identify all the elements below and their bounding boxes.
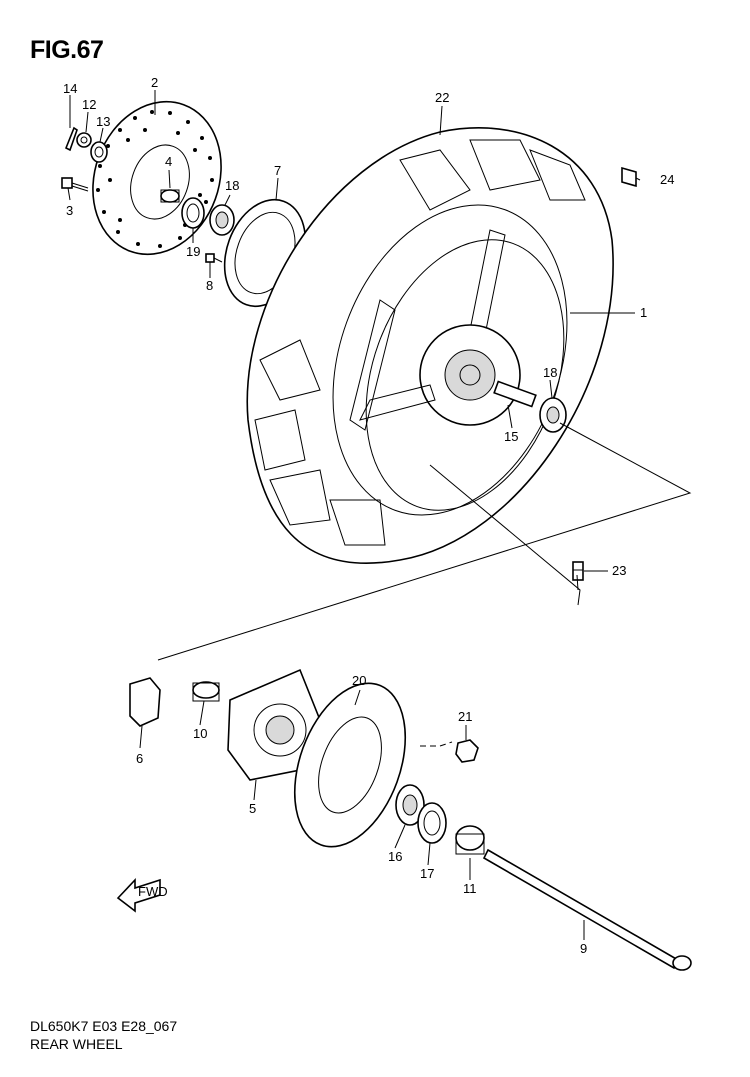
sprocket-collar	[192, 681, 220, 702]
callout-14: 14	[63, 81, 77, 96]
cotter-pin	[64, 126, 78, 152]
sprocket-nut	[455, 739, 479, 763]
callout-22: 22	[435, 90, 449, 105]
callout-4: 4	[165, 154, 172, 169]
callout-20: 20	[352, 673, 366, 688]
figure-name: REAR WHEEL	[30, 1036, 123, 1052]
callout-21: 21	[458, 709, 472, 724]
center-spacer	[493, 380, 537, 408]
callout-1: 1	[640, 305, 647, 320]
rear-sprocket	[293, 682, 407, 848]
callout-3: 3	[66, 203, 73, 218]
fwd-label: FWD	[138, 884, 168, 899]
callout-15: 15	[504, 429, 518, 444]
callout-6: 6	[136, 751, 143, 766]
wheel-bearing-upper	[209, 204, 235, 236]
drum-bearing	[395, 784, 425, 826]
callout-8: 8	[206, 278, 213, 293]
callout-9: 9	[580, 941, 587, 956]
rotor-screw	[205, 253, 223, 263]
figure-title: FIG.67	[30, 36, 104, 64]
axle-spacer	[455, 825, 485, 855]
figure-code: DL650K7 E03 E28_067	[30, 1018, 178, 1034]
callout-5: 5	[249, 801, 256, 816]
forward-direction-arrow: FWD	[116, 877, 168, 913]
callout-leaders	[67, 90, 641, 940]
callout-10: 10	[193, 726, 207, 741]
castle-nut	[76, 132, 92, 148]
callout-24: 24	[660, 172, 674, 187]
callout-18-upper: 18	[225, 178, 239, 193]
callout-18-lower: 18	[543, 365, 557, 380]
rear-axle	[482, 848, 692, 971]
rear-wheel-tire	[246, 127, 614, 565]
oil-seal	[181, 197, 205, 229]
balance-weight	[621, 166, 637, 188]
callout-2: 2	[151, 75, 158, 90]
callout-23: 23	[612, 563, 626, 578]
callout-17: 17	[420, 866, 434, 881]
tire-valve	[572, 561, 584, 581]
callout-13: 13	[96, 114, 110, 129]
assembly-guide-lines	[157, 422, 692, 747]
drum-oil-seal	[417, 802, 447, 844]
callout-16: 16	[388, 849, 402, 864]
wheel-bearing-lower	[539, 397, 567, 433]
callout-11: 11	[463, 881, 477, 896]
callout-7: 7	[274, 163, 281, 178]
brake-disc	[92, 100, 222, 256]
washer	[90, 141, 108, 163]
cush-damper	[129, 677, 161, 727]
disc-spacer	[160, 189, 180, 203]
callout-19: 19	[186, 244, 200, 259]
disc-bolt	[61, 177, 89, 192]
callout-12: 12	[82, 97, 96, 112]
